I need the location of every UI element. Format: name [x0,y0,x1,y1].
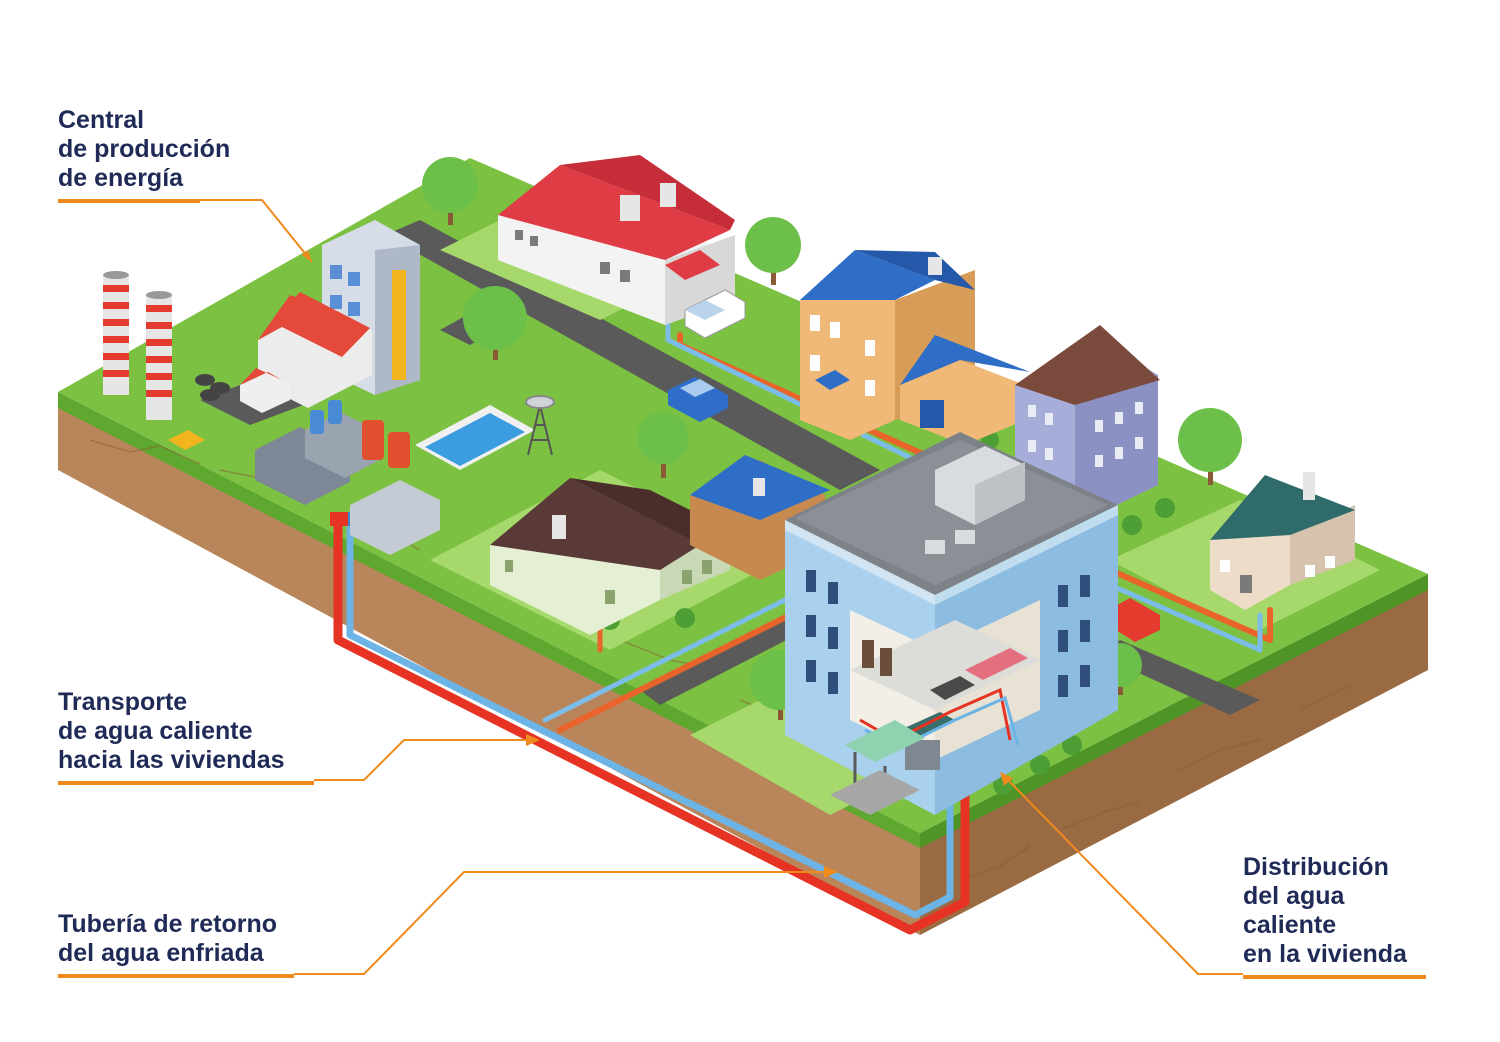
callout-central-line [200,199,313,263]
label-line: Tubería de retorno [58,910,278,938]
label-underline [1243,975,1426,979]
tree [422,157,478,225]
tree [1178,408,1242,485]
cold-branch-3 [1107,582,1263,653]
label-underline [58,974,294,978]
building-interior-cutaway [850,600,1040,770]
plant-barrels [195,374,230,401]
pipe-network [330,317,1273,935]
hot-branch-3 [1107,567,1273,643]
label-return-pipe: Tubería de retorno del agua enfriada [58,910,294,978]
road-lower [640,615,810,705]
label-line: Central [58,106,145,134]
cold-branch-1 [542,587,808,723]
soil-right-face [920,585,1428,935]
house-blue-roof-garage [900,335,1030,445]
power-plant [103,220,555,555]
soil-left-face [58,405,920,935]
return-cold-pipe [346,516,954,919]
label-line: Transporte [58,688,188,716]
label-line: caliente [1243,911,1337,939]
cutaway-apartment-building [785,432,1118,815]
plant-shed [240,368,290,413]
callout-distribucion-line [1007,779,1243,975]
blue-car [668,377,728,422]
plant-water-basin [415,405,535,470]
label-line: Distribución [1243,853,1389,881]
label-line: del agua [1243,882,1345,910]
red-car [1108,598,1160,642]
house-green-roof [1210,472,1355,610]
grass-rim-right [920,574,1428,848]
label-line: hacia las viviendas [58,746,285,774]
tree [637,412,689,478]
chimney-1 [103,271,129,395]
label-line: de agua caliente [58,717,253,745]
label-line: del agua enfriada [58,939,264,967]
label-line: de energía [58,164,184,192]
chimney-2 [146,291,172,420]
callout-transporte-line [314,739,528,781]
van [684,289,746,339]
label-home-distribution: Distribución del agua caliente en la viv… [1243,853,1426,979]
label-central-production: Central de producción de energía [58,106,230,203]
hot-branch-1 [557,597,823,733]
label-hot-water-transport: Transporte de agua caliente hacia las vi… [58,688,314,785]
tree [745,217,801,285]
label-underline [58,781,314,785]
label-line: de producción [58,135,231,163]
callout-lines [200,199,1243,975]
plant-machinery [255,400,440,555]
hot-water-pipe [333,515,970,935]
label-line: en la vivienda [1243,940,1407,968]
label-underline [58,199,200,203]
road-diagonal-main [385,220,880,490]
callout-retorno-line [294,871,828,975]
plant-transmission-tower [525,395,555,456]
plant-crate [168,430,205,450]
tree [463,286,527,360]
